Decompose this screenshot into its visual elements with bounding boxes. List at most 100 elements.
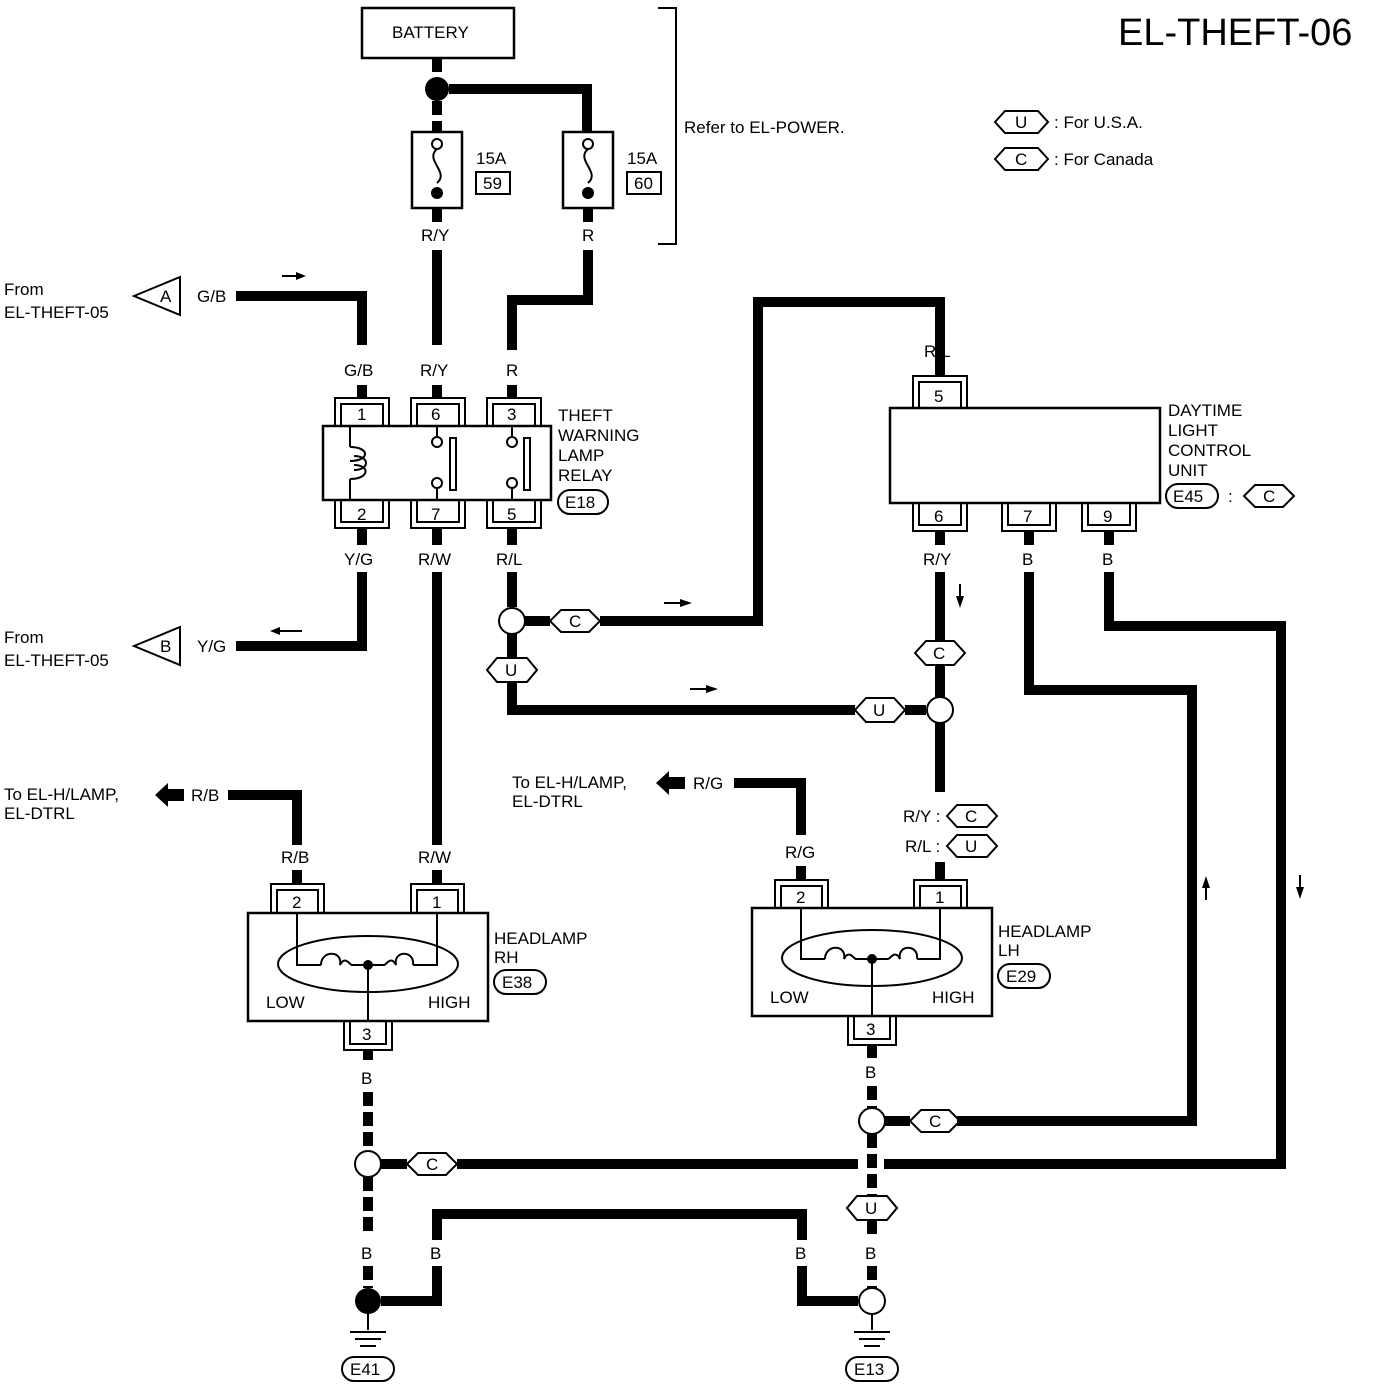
- wire-b-lh: B: [865, 1063, 876, 1082]
- ground-e41: E41: [350, 1360, 380, 1379]
- wire-rw-relay: R/W: [418, 550, 451, 569]
- splice-ry: [926, 696, 954, 724]
- code-u-4: U: [865, 1199, 877, 1218]
- wire-ry-relay: R/Y: [420, 361, 448, 380]
- wire-b-rh-2: B: [361, 1244, 372, 1263]
- dtrl-pin-5: 5: [934, 387, 943, 406]
- headlamp-rh-connector-badge: [493, 969, 547, 995]
- to-rh-line1: To EL-H/LAMP,: [4, 785, 119, 804]
- svg-text:5: 5: [507, 505, 516, 524]
- battery-junction-dot: [425, 77, 449, 101]
- fuse-60-number-box: [626, 171, 662, 195]
- relay-connector: E18: [565, 493, 595, 512]
- wire-b-dtrl-9: B: [1102, 550, 1113, 569]
- from-a-code: A: [160, 287, 172, 306]
- dtrl-name-4: UNIT: [1168, 461, 1208, 480]
- code-u-2: U: [873, 701, 885, 720]
- legend-u-hex: [993, 110, 1050, 134]
- dtrl-connector-badge: [1165, 483, 1219, 509]
- svg-text:3: 3: [507, 405, 516, 424]
- fuse-60-rating: 15A: [627, 149, 658, 168]
- from-a-from: From: [4, 280, 44, 299]
- to-rh-wire: R/B: [191, 786, 219, 805]
- splice-e13: [858, 1287, 886, 1315]
- svg-text:2: 2: [796, 888, 805, 907]
- fuse-59-rating: 15A: [476, 149, 507, 168]
- relay-switch-1-icon: [431, 426, 457, 500]
- code-c-2: C: [933, 644, 945, 663]
- headlamp-lh-name-1: HEADLAMP: [998, 922, 1092, 941]
- legend-c-code: C: [1015, 150, 1027, 169]
- to-lh-arrow: [656, 771, 685, 795]
- battery-label: BATTERY: [392, 23, 469, 42]
- headlamp-lh-connector-badge: [997, 963, 1051, 989]
- wire-ry-dtrl: R/Y: [923, 550, 951, 569]
- dtrl-variant-sep: :: [1228, 487, 1233, 506]
- flow-arrow-right-3: [706, 685, 718, 693]
- dtrl-box: [888, 406, 1162, 505]
- relay-top-pins: 1 6 3: [334, 397, 542, 426]
- flow-arrow-right-2: [680, 599, 692, 607]
- headlamp-rh-low: LOW: [266, 993, 305, 1012]
- wire-rb-rh: R/B: [281, 848, 309, 867]
- legend-u-code: U: [1015, 113, 1027, 132]
- relay-switch-2-icon: [506, 426, 531, 500]
- splice-rh: [354, 1150, 382, 1178]
- battery-box: [360, 6, 516, 60]
- wire-b-lh-2: B: [865, 1244, 876, 1263]
- dtrl-variant-code: C: [1263, 487, 1275, 506]
- headlamp-lh-high: HIGH: [932, 988, 975, 1007]
- dtrl-name-3: CONTROL: [1168, 441, 1251, 460]
- code-u-1: U: [505, 661, 517, 680]
- relay-coil-icon: [349, 426, 367, 500]
- dtrl-name-2: LIGHT: [1168, 421, 1218, 440]
- headlamp-lh-connector: E29: [1006, 967, 1036, 986]
- fuse-59-number: 59: [483, 174, 502, 193]
- legend-u-text: : For U.S.A.: [1054, 113, 1143, 132]
- legend-c-hex: [993, 147, 1050, 171]
- headlamp-rh-high: HIGH: [428, 993, 471, 1012]
- code-c-5: C: [929, 1112, 941, 1131]
- ground-e13-icon: [854, 1331, 890, 1347]
- wire-r-relay: R: [506, 361, 518, 380]
- relay-name-3: LAMP: [558, 446, 604, 465]
- code-c-2-hex: [913, 640, 967, 666]
- svg-text:1: 1: [357, 405, 366, 424]
- dtrl-connector: E45: [1173, 487, 1203, 506]
- from-b-ref: EL-THEFT-05: [4, 651, 109, 670]
- relay-name-2: WARNING: [558, 426, 640, 445]
- to-rh-line2: EL-DTRL: [4, 804, 75, 823]
- svg-text:6: 6: [934, 507, 943, 526]
- lh-pin-3: 3: [866, 1020, 875, 1039]
- flow-arrow-down: [956, 596, 964, 608]
- fuse-59-number-box: [475, 171, 511, 195]
- wire-rw-rh: R/W: [418, 848, 451, 867]
- to-lh-line1: To EL-H/LAMP,: [512, 773, 627, 792]
- wire-rl-u: R/L :: [905, 837, 940, 856]
- ground-e41-icon: [350, 1331, 386, 1347]
- svg-text:7: 7: [431, 505, 440, 524]
- dtrl-bottom-pins: 6 7 9: [912, 503, 1137, 532]
- wire-b-rh: B: [361, 1069, 372, 1088]
- rh-pin-3: 3: [362, 1025, 371, 1044]
- wire-r-fuse: R: [582, 226, 594, 245]
- headlamp-rh-name-1: HEADLAMP: [494, 929, 588, 948]
- svg-text:1: 1: [432, 893, 441, 912]
- from-b-wire: Y/G: [197, 637, 226, 656]
- svg-text:9: 9: [1103, 507, 1112, 526]
- svg-text:1: 1: [935, 888, 944, 907]
- fuse-60-number: 60: [634, 174, 653, 193]
- headlamp-lh-low: LOW: [770, 988, 809, 1007]
- relay-name-4: RELAY: [558, 466, 613, 485]
- flow-arrow-down-2: [1296, 887, 1304, 899]
- svg-text:2: 2: [292, 893, 301, 912]
- code-c-1: C: [569, 612, 581, 631]
- code-u-4-hex: [845, 1195, 899, 1221]
- relay-name-1: THEFT: [558, 406, 613, 425]
- wire-ry-c: R/Y :: [903, 807, 940, 826]
- junction-e41: [355, 1288, 381, 1314]
- flow-arrow-up: [1202, 876, 1210, 888]
- from-b-arrow: [131, 625, 181, 667]
- lh-top-pins: 2 1: [774, 879, 968, 908]
